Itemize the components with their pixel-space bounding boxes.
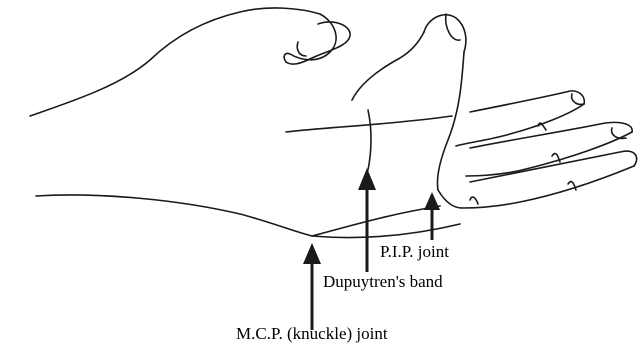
bent-finger-right	[437, 52, 464, 190]
bent-finger-nail	[446, 14, 460, 40]
mcp-joint-arrow	[303, 243, 321, 330]
lower-finger-knuckle-2	[470, 197, 478, 204]
dupuytrens-band-label: Dupuytren's band	[323, 273, 443, 290]
bent-finger-crease	[368, 110, 371, 170]
bent-finger-left	[352, 32, 424, 100]
lower-finger-bottom	[462, 166, 634, 208]
pip-joint-label: P.I.P. joint	[380, 243, 449, 260]
index-finger	[286, 22, 350, 64]
thumb-fold	[438, 190, 462, 208]
pip-joint-arrow	[424, 192, 440, 240]
ring-finger-knuckle	[538, 123, 546, 130]
index-finger-nail	[297, 42, 306, 56]
hand-outline-back	[30, 8, 320, 116]
palm-underside	[36, 195, 440, 236]
little-finger-top	[470, 122, 632, 148]
mcp-joint-label: M.C.P. (knuckle) joint	[236, 325, 388, 342]
lower-finger-top	[470, 151, 637, 182]
ring-finger-top	[470, 91, 584, 112]
